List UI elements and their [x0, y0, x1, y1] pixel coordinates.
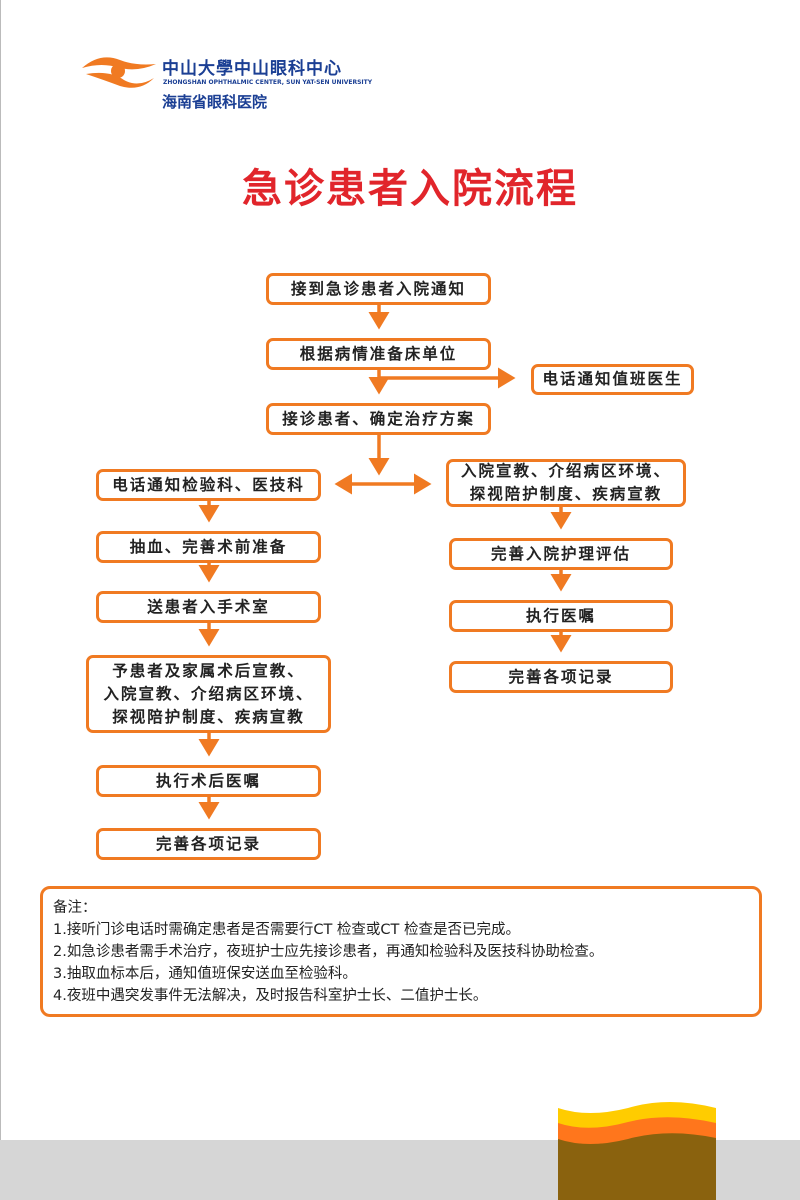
flow-left-step: 完善各项记录: [96, 828, 321, 860]
wave-decoration: [558, 1102, 716, 1200]
note-item: 4.夜班中遇突发事件无法解决，及时报告科室护士长、二值护士长。: [53, 988, 488, 1004]
flow-step-notify-doctor: 电话通知值班医生: [531, 364, 694, 395]
hospital-logo: 中山大學中山眼科中心 ZHONGSHAN OPHTHALMIC CENTER, …: [80, 50, 372, 111]
poster-edge: [0, 0, 1, 1200]
page-title: 急诊患者入院流程: [242, 166, 578, 212]
flow-right-step: 入院宣教、介绍病区环境、 探视陪护制度、疾病宣教: [446, 459, 686, 507]
notes-box: 备注： 1.接听门诊电话时需确定患者是否需要行CT 检查或CT 检查是否已完成。…: [40, 886, 762, 1017]
flow-left-step: 予患者及家属术后宣教、 入院宣教、介绍病区环境、 探视陪护制度、疾病宣教: [86, 655, 331, 733]
flow-left-step: 执行术后医嘱: [96, 765, 321, 797]
flow-left-step: 抽血、完善术前准备: [96, 531, 321, 563]
logo-main-text: 中山大學中山眼科中心: [162, 59, 342, 79]
flow-step-receive-patient: 接诊患者、确定治疗方案: [266, 403, 491, 435]
flow-step-receive-notice: 接到急诊患者入院通知: [266, 273, 491, 305]
note-item: 3.抽取血标本后，通知值班保安送血至检验科。: [53, 966, 357, 982]
eye-logo-icon: [82, 57, 156, 88]
logo-sub-text: 海南省眼科医院: [162, 93, 268, 111]
flow-step-prepare-bed: 根据病情准备床单位: [266, 338, 491, 370]
flow-right-step: 执行医嘱: [449, 600, 673, 632]
flow-right-step: 完善各项记录: [449, 661, 673, 693]
flow-left-step: 电话通知检验科、医技科: [96, 469, 321, 501]
note-item: 1.接听门诊电话时需确定患者是否需要行CT 检查或CT 检查是否已完成。: [53, 922, 521, 938]
notes-heading: 备注：: [53, 900, 97, 916]
flow-left-step: 送患者入手术室: [96, 591, 321, 623]
logo-english-text: ZHONGSHAN OPHTHALMIC CENTER, SUN YAT-SEN…: [163, 79, 373, 86]
flow-right-step: 完善入院护理评估: [449, 538, 673, 570]
flow-arrows: [198, 305, 572, 820]
note-item: 2.如急诊患者需手术治疗，夜班护士应先接诊患者，再通知检验科及医技科协助检查。: [53, 944, 604, 960]
